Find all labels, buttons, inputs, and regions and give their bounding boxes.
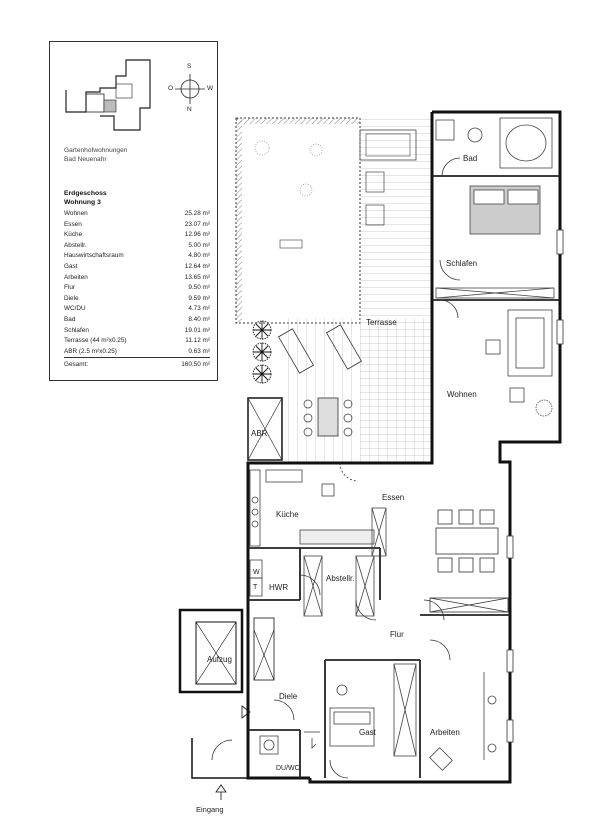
compass-n: N (187, 106, 192, 113)
area-room-name: Diele (64, 294, 79, 302)
area-room-name: Bad (64, 316, 76, 323)
garden-shrub (254, 140, 270, 156)
project-name: Gartenhofwohnungen (64, 147, 128, 154)
terrace-planter (365, 171, 385, 193)
area-room-name: WC/DU (64, 305, 86, 313)
plants (252, 320, 272, 384)
plant-icon (252, 342, 272, 362)
room-label-bad: Bad (463, 154, 477, 163)
terrace-table (317, 397, 339, 437)
floor-name: Erdgeschoss (64, 190, 107, 197)
bedroom-furniture (435, 185, 555, 299)
bathroom-fixtures (435, 117, 553, 169)
area-room-name: Wohnen (64, 210, 88, 217)
area-room-name: ABR (2.5 m²x0.25) (64, 347, 117, 355)
plant-icon (252, 320, 272, 340)
area-room-name: Arbeiten (64, 273, 88, 281)
room-label-terrasse: Terrasse (366, 318, 397, 327)
area-room-value: 5.00 m² (188, 241, 210, 249)
area-room-name: Gast (64, 263, 78, 270)
area-room-value: 25.28 m² (184, 210, 210, 217)
project-location: Bad Neuenahr (64, 156, 107, 163)
area-room-name: Schlafen (64, 326, 89, 334)
site-plan-thumbnail (65, 59, 151, 131)
area-room-value: 19.01 m² (184, 326, 210, 334)
storage-fixtures (249, 507, 387, 617)
windows (506, 229, 564, 743)
dining-furniture (429, 509, 509, 613)
terrace-lounger (278, 328, 314, 374)
interior-walls (248, 175, 560, 778)
garden-bench (279, 239, 303, 249)
total-label: Gesamt: (64, 361, 89, 368)
living-furniture (485, 309, 553, 417)
area-room-value: 4.73 m² (188, 305, 210, 313)
area-room-name: Flur (64, 284, 76, 292)
area-room-name: Hauswirtschaftsraum (64, 252, 124, 260)
area-room-name: Essen (64, 220, 82, 228)
compass-s: S (187, 63, 192, 70)
plant-icon (252, 364, 272, 384)
elevator (178, 608, 275, 694)
wc-fixtures (259, 731, 320, 755)
area-room-value: 9.59 m² (188, 294, 210, 302)
room-label-schlafen: Schlafen (446, 259, 477, 268)
room-label-w: W (253, 569, 260, 576)
area-room-value: 12.64 m² (184, 263, 210, 270)
room-label-arbeiten: Arbeiten (430, 728, 460, 737)
entrance-label: Eingang (196, 805, 224, 814)
area-room-value: 9.50 m² (188, 284, 210, 292)
room-label-kueche: Küche (276, 510, 299, 519)
room-label-gast: Gast (359, 728, 377, 737)
total-divider (64, 357, 210, 358)
area-room-value: 13.65 m² (184, 273, 210, 281)
area-room-name: Terrasse (44 m²x0.25) (64, 337, 127, 345)
kitchen-fixtures (249, 469, 375, 547)
compass-o: O (168, 85, 174, 92)
room-label-du-wc: DU/WC (276, 765, 300, 772)
room-label-diele: Diele (279, 692, 298, 701)
legend-panel: S N O W Gartenhofwohnungen Bad Neuenahr … (49, 41, 218, 381)
compass-icon (175, 74, 205, 104)
terrace (278, 118, 432, 463)
garden-shrub (299, 183, 313, 197)
room-label-t: T (253, 584, 258, 591)
area-room-name: Abstellr. (64, 241, 87, 249)
garden-shrub (309, 143, 323, 157)
room-label-flur: Flur (390, 630, 404, 639)
room-label-essen: Essen (382, 493, 404, 502)
area-room-value: 23.07 m² (184, 220, 210, 228)
terrace-lounger (326, 324, 362, 370)
area-room-value: 8.40 m² (188, 316, 210, 323)
area-room-value: 12.96 m² (184, 231, 210, 239)
room-label-abr: ABR (251, 429, 268, 438)
doors (211, 157, 461, 779)
compass-w: W (207, 85, 214, 92)
area-room-value: 11.12 m² (185, 337, 210, 345)
area-room-value: 4.80 m² (188, 252, 210, 260)
abr-room (247, 397, 283, 461)
area-room-value: 0.63 m² (188, 347, 210, 355)
unit-name: Wohnung 3 (64, 199, 101, 206)
garden (235, 117, 361, 324)
room-label-aufzug: Aufzug (207, 655, 232, 664)
room-label-abstellr: Abstellr. (326, 574, 354, 583)
terrace-planter (365, 204, 385, 226)
area-room-name: Küche (64, 231, 83, 239)
room-label-hwr: HWR (269, 583, 288, 592)
entrance-marker (191, 705, 251, 800)
total-value: 160.50 m² (181, 361, 210, 368)
room-label-wohnen: Wohnen (447, 390, 477, 399)
guest-office-furniture (329, 663, 497, 771)
